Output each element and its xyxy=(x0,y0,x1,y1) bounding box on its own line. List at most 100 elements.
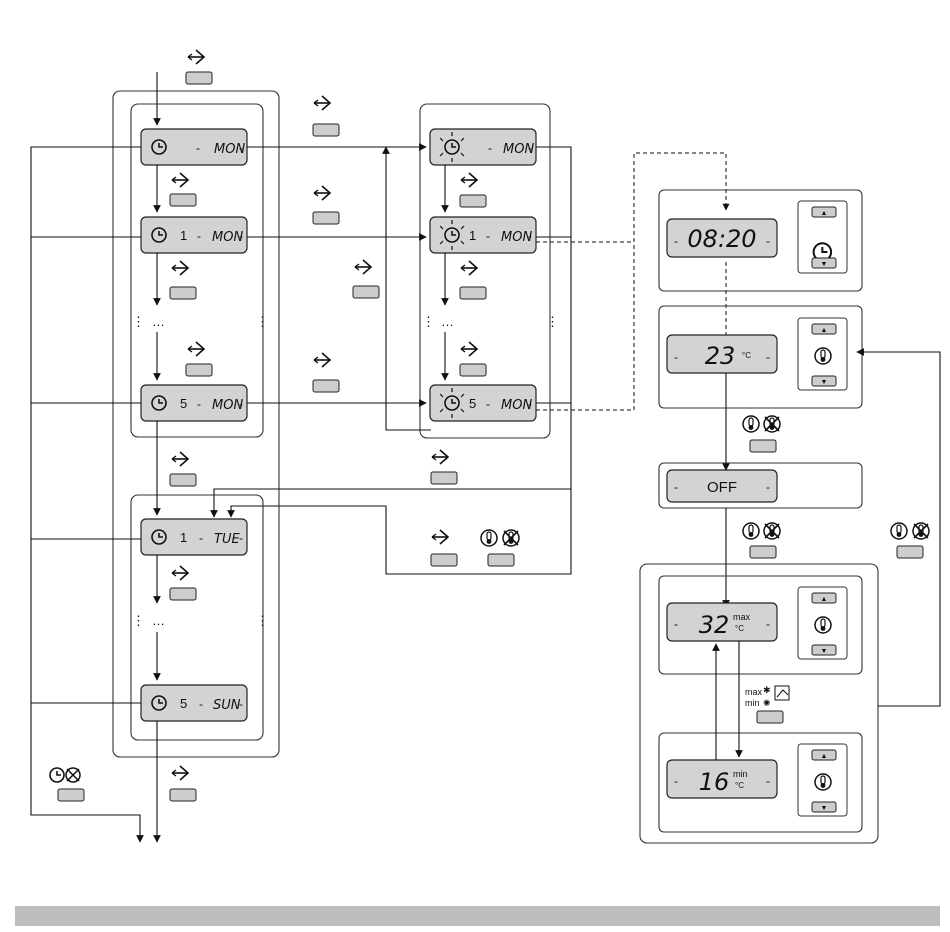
day-label-sun: SUN xyxy=(213,698,241,713)
mode-min-label: min xyxy=(745,698,760,708)
enter-button-row4[interactable] xyxy=(170,452,196,486)
event-edit-panel: MON - - 1 MON - - ⋮ … ⋮ xyxy=(214,96,726,574)
enter-arrow-icon xyxy=(355,260,371,274)
enter-button-mid-1[interactable] xyxy=(313,96,339,136)
edit-ellipsis-right: ⋮ xyxy=(546,314,559,329)
enter-arrow-icon xyxy=(188,342,204,356)
svg-text:-: - xyxy=(239,229,243,243)
week-row-1-tue: 1 TUE - - xyxy=(141,519,247,555)
min-limit-panel: 16 min °C - - ▲ ▼ xyxy=(659,733,862,832)
enter-button-edit-1[interactable] xyxy=(460,173,486,207)
thermometer-icon xyxy=(891,523,907,539)
svg-text:-: - xyxy=(239,531,243,545)
weekly-program-list: MON - - 1 MON - - ⋮ … ⋮ xyxy=(31,50,279,842)
enter-arrow-icon xyxy=(314,96,330,110)
setpoint-display: 23 xyxy=(705,342,736,370)
svg-text:-: - xyxy=(239,141,243,155)
svg-text:-: - xyxy=(488,141,492,155)
enter-arrow-icon xyxy=(172,173,188,187)
enter-button-mid-4[interactable] xyxy=(313,353,339,392)
sun-icon: ✺ xyxy=(763,698,771,708)
thermo-toggle-button-mid[interactable] xyxy=(481,530,519,566)
down-arrow-icon: ▼ xyxy=(821,379,828,386)
svg-text:-: - xyxy=(766,480,770,494)
max-limit-panel: 32 max °C - - ▲ ▼ xyxy=(659,576,862,674)
event-number-1: 1 xyxy=(180,530,187,545)
time-panel: 08:20 - - ▲ ▼ xyxy=(659,190,862,291)
event-number-5: 5 xyxy=(180,396,187,411)
snowflake-icon: ✱ xyxy=(763,685,771,695)
enter-button-row1[interactable] xyxy=(170,173,196,206)
enter-arrow-icon xyxy=(172,452,188,466)
clock-off-icon xyxy=(66,768,80,782)
clock-off-button[interactable] xyxy=(50,768,84,801)
week-row-5-mon: 5 MON - - xyxy=(141,385,247,421)
enter-button-bottom[interactable] xyxy=(170,766,196,801)
mode-panel-icon xyxy=(775,686,789,700)
ellipsis-mid: … xyxy=(152,314,165,329)
enter-button-row2[interactable] xyxy=(170,261,196,299)
week-row-mon: MON - - xyxy=(141,129,247,165)
min-unit: °C xyxy=(735,781,744,790)
up-arrow-icon: ▲ xyxy=(821,596,828,603)
enter-button-mid-3[interactable] xyxy=(353,260,379,298)
enter-arrow-icon xyxy=(461,261,477,275)
thermometer-icon xyxy=(481,530,497,546)
max-tag: max xyxy=(733,612,751,622)
thermometer-icon xyxy=(743,416,759,432)
enter-button-mid-2[interactable] xyxy=(313,186,339,224)
thermo-toggle-button-2[interactable] xyxy=(743,523,780,558)
enter-button-edit-3[interactable] xyxy=(460,342,486,376)
enter-button-row3[interactable] xyxy=(186,342,212,376)
min-tag: min xyxy=(733,769,748,779)
thermo-toggle-button-3[interactable] xyxy=(891,523,929,558)
svg-text:-: - xyxy=(486,229,490,243)
svg-text:-: - xyxy=(197,397,201,411)
svg-text:-: - xyxy=(486,397,490,411)
thermometer-off-icon xyxy=(764,416,780,432)
thermometer-off-icon xyxy=(913,523,929,539)
enter-button-row5[interactable] xyxy=(170,566,196,600)
enter-arrow-icon xyxy=(314,186,330,200)
edit-row-1-mon: 1 MON - - xyxy=(430,217,536,253)
mode-max-label: max xyxy=(745,687,763,697)
ellipsis-left: ⋮ xyxy=(132,314,145,329)
ellipsis-left-2: ⋮ xyxy=(132,613,145,628)
enter-button-edit-5[interactable] xyxy=(431,530,457,566)
up-arrow-icon: ▲ xyxy=(821,753,828,760)
up-arrow-icon: ▲ xyxy=(821,210,828,217)
enter-arrow-icon xyxy=(461,173,477,187)
svg-text:-: - xyxy=(766,350,770,364)
svg-text:-: - xyxy=(674,234,678,248)
svg-text:-: - xyxy=(766,774,770,788)
svg-text:-: - xyxy=(197,229,201,243)
down-arrow-icon: ▼ xyxy=(821,261,828,268)
down-arrow-icon: ▼ xyxy=(821,805,828,812)
enter-arrow-icon xyxy=(432,450,448,464)
enter-button-edit-4[interactable] xyxy=(431,450,457,484)
svg-text:-: - xyxy=(766,617,770,631)
svg-text:-: - xyxy=(674,480,678,494)
clock-icon xyxy=(50,768,64,782)
event-number-1: 1 xyxy=(469,228,476,243)
thermometer-off-icon xyxy=(503,530,519,546)
thermo-toggle-button-1[interactable] xyxy=(743,416,780,452)
svg-text:-: - xyxy=(239,397,243,411)
max-temp-display: 32 xyxy=(699,611,730,639)
enter-button-edit-2[interactable] xyxy=(460,261,486,299)
settings-panels: 08:20 - - ▲ ▼ 23 °C - - ▲ ▼ xyxy=(640,190,940,843)
enter-arrow-icon xyxy=(172,766,188,780)
time-display: 08:20 xyxy=(687,225,756,253)
week-row-5-sun: 5 SUN - - xyxy=(141,685,247,721)
svg-text:-: - xyxy=(528,141,532,155)
footer-bar xyxy=(15,906,940,926)
ellipsis-mid-2: … xyxy=(152,613,165,628)
max-min-mode-button[interactable]: max min ✱ ✺ xyxy=(745,685,789,723)
event-number-5: 5 xyxy=(469,396,476,411)
event-number-1: 1 xyxy=(180,228,187,243)
edit-row-5-mon: 5 MON - - xyxy=(430,385,536,421)
edit-row-mon: MON - - xyxy=(430,129,536,165)
enter-button-top[interactable] xyxy=(186,50,212,84)
svg-text:°C: °C xyxy=(742,351,751,360)
ellipsis-right-2: ⋮ xyxy=(256,613,269,628)
